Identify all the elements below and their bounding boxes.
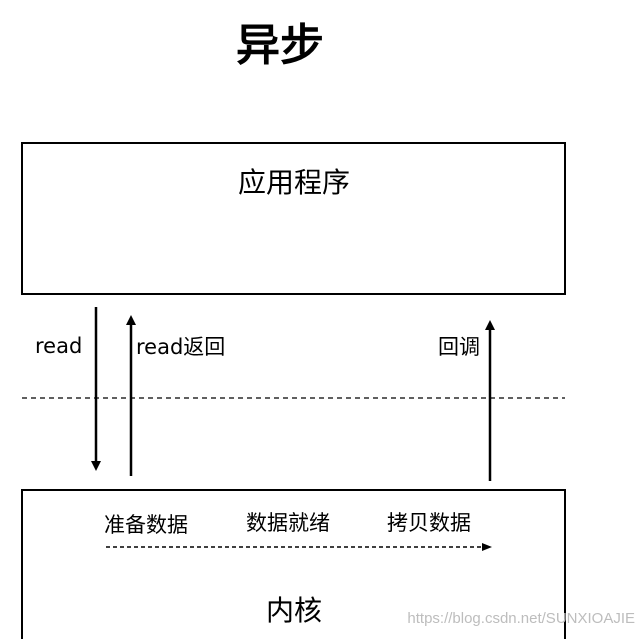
stage-copy-data: 拷贝数据 (387, 511, 471, 535)
stage-data-ready: 数据就绪 (246, 511, 330, 535)
kernel-box (21, 489, 566, 639)
diagram-title: 异步 (236, 20, 324, 71)
kernel-label: 内核 (265, 594, 322, 627)
read-return-label: read返回 (136, 335, 226, 359)
stage-prepare-data: 准备数据 (104, 513, 188, 537)
callback-label: 回调 (438, 335, 480, 359)
read-label: read (35, 334, 83, 358)
application-box (21, 142, 566, 295)
application-label: 应用程序 (237, 166, 350, 199)
watermark-text: https://blog.csdn.net/SUNXIOAJIE (407, 610, 635, 627)
